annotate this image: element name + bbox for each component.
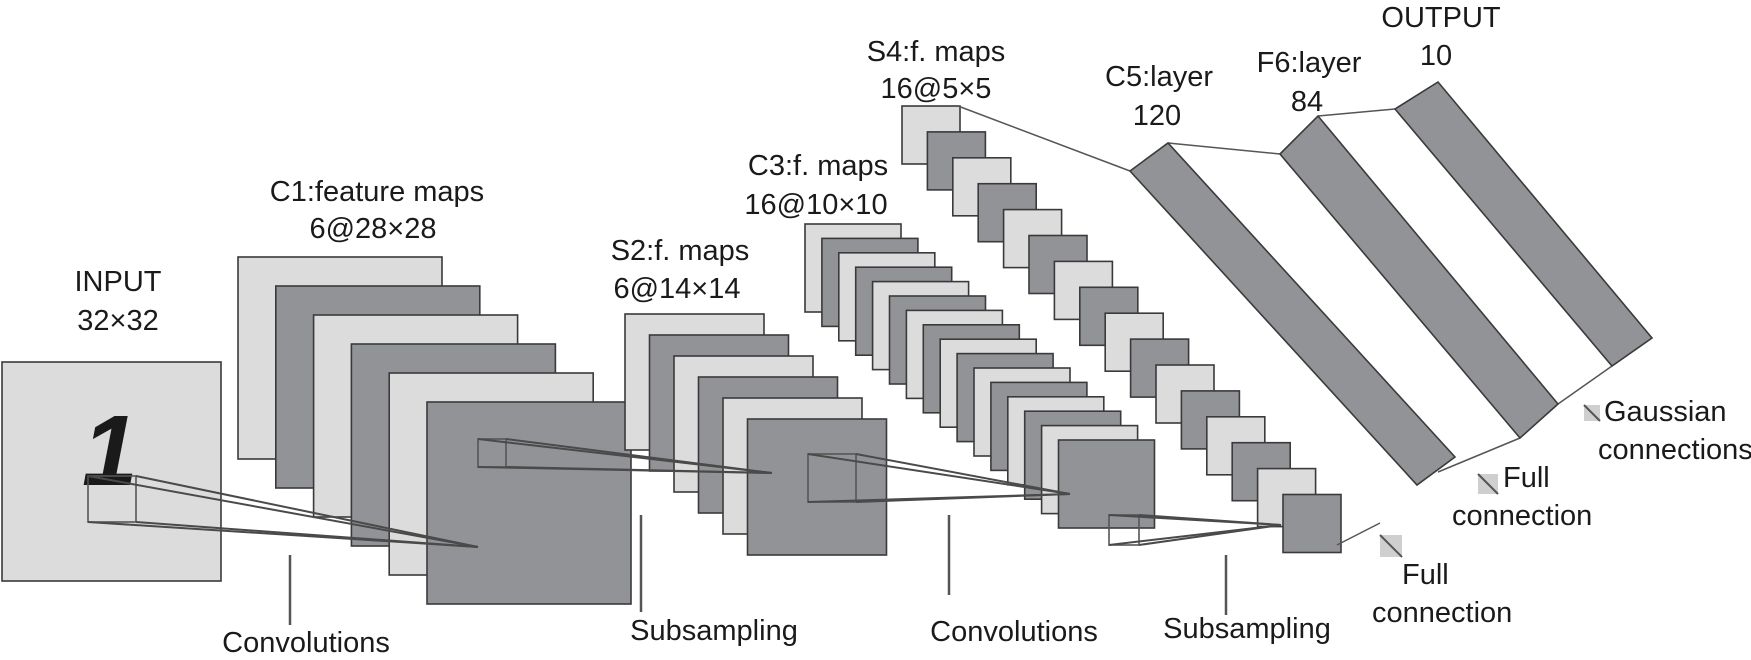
f6-title: F6:layer bbox=[1257, 47, 1362, 79]
c1-feature-map bbox=[426, 401, 632, 605]
s2-feature-map bbox=[746, 418, 888, 556]
s4-feature-map bbox=[1282, 493, 1342, 554]
input-title: INPUT bbox=[75, 266, 162, 298]
operation-labels: Convolutions Subsampling Convolutions Su… bbox=[222, 396, 1751, 659]
full2-label-line2: connection bbox=[1452, 500, 1592, 532]
full2-label-line1: Full bbox=[1503, 462, 1550, 494]
sub1-label: Subsampling bbox=[630, 615, 798, 647]
s2-title: S2:f. maps bbox=[611, 235, 750, 267]
full1-label-line1: Full bbox=[1402, 559, 1449, 591]
s2-size: 6@14×14 bbox=[613, 273, 740, 305]
fc-layers bbox=[1128, 80, 1654, 487]
c3-title: C3:f. maps bbox=[748, 150, 888, 182]
s4-title: S4:f. maps bbox=[867, 36, 1006, 68]
layer-labels: INPUT 32×32 C1:feature maps 6@28×28 S2:f… bbox=[75, 2, 1501, 337]
s4-size: 16@5×5 bbox=[881, 73, 992, 105]
c3-size: 16@10×10 bbox=[744, 189, 887, 221]
gauss-label-line2: connections bbox=[1598, 434, 1751, 466]
c3-feature-map bbox=[1057, 439, 1156, 529]
input-size: 32×32 bbox=[77, 305, 158, 337]
feature-map-stacks bbox=[237, 105, 1342, 605]
gauss-label-line1: Gaussian bbox=[1604, 396, 1727, 428]
operation-ticks bbox=[288, 515, 1228, 625]
connection-icons bbox=[1379, 404, 1601, 558]
output-size: 10 bbox=[1420, 40, 1452, 72]
c1-title: C1:feature maps bbox=[270, 176, 484, 208]
input-receptive-field bbox=[87, 475, 137, 523]
input-digit: 1 bbox=[82, 395, 138, 507]
c5-size: 120 bbox=[1133, 100, 1181, 132]
c1-size: 6@28×28 bbox=[309, 213, 436, 245]
c5-title: C5:layer bbox=[1105, 61, 1213, 93]
f6-layer-bar bbox=[1278, 114, 1560, 440]
conv1-label: Convolutions bbox=[222, 627, 390, 659]
f6-size: 84 bbox=[1291, 86, 1323, 118]
c5-layer-bar bbox=[1128, 141, 1457, 487]
full1-label-line2: connection bbox=[1372, 597, 1512, 629]
input-image bbox=[1, 361, 222, 582]
output-title: OUTPUT bbox=[1381, 2, 1501, 34]
connection-lines bbox=[87, 105, 1613, 548]
sub2-label: Subsampling bbox=[1163, 613, 1331, 645]
conv2-label: Convolutions bbox=[930, 616, 1098, 648]
output-layer-bar bbox=[1393, 80, 1654, 368]
input-layer: 1 bbox=[1, 361, 222, 582]
